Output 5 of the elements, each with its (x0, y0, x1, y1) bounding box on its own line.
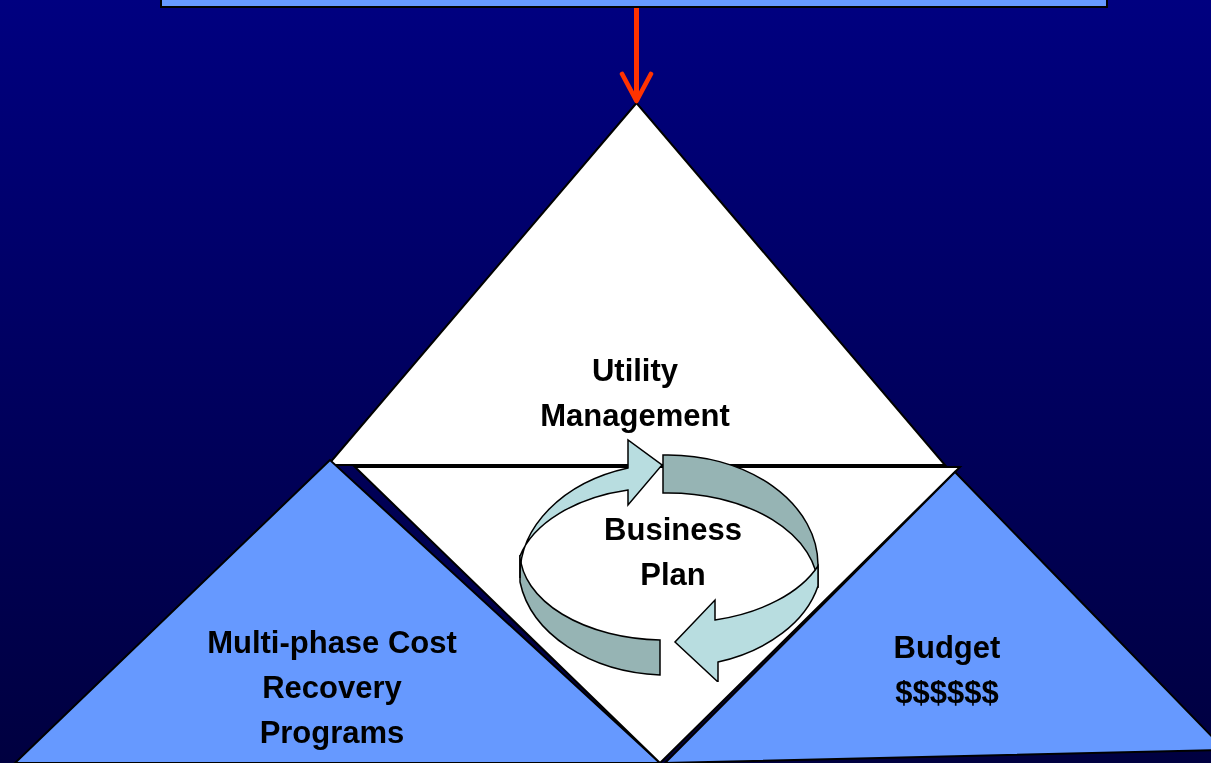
node-label: Multi-phase Cost Recovery Programs (206, 624, 458, 752)
arrow (619, 8, 654, 104)
node-label: Business Plan (603, 511, 743, 594)
node-label: Utility Management (539, 352, 731, 435)
node-label: Budget $$$$$$ (892, 629, 1002, 712)
